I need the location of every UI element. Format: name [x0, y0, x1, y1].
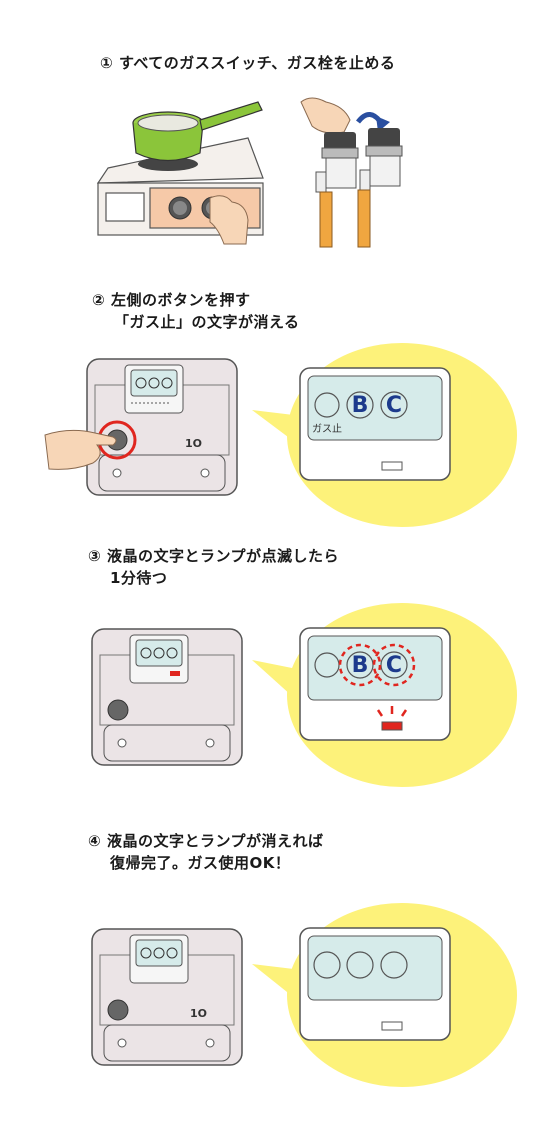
- stove-illustration: [96, 101, 264, 245]
- lcd-gas-stop-label: ガス止: [312, 423, 342, 435]
- speech-bubble-step3: B C: [252, 603, 517, 787]
- gas-valve-left: [315, 132, 359, 248]
- meter-side-label-step4: 1O: [190, 1007, 207, 1020]
- lamp-off: [381, 461, 403, 471]
- speech-bubble-step2: B C ガス止: [252, 343, 517, 527]
- step4-text-line1: 液晶の文字とランプが消えれば: [106, 832, 324, 850]
- meter-step2: 1O: [44, 358, 238, 496]
- step4-title: ④ 液晶の文字とランプが消えれば 復帰完了。ガス使用OK！: [88, 830, 324, 874]
- step2-text-line1: 左側のボタンを押す: [110, 291, 251, 309]
- gas-valve-illustration: [300, 97, 403, 248]
- pan-icon: [132, 101, 263, 162]
- lcd-letter-c-blink: C: [386, 653, 402, 678]
- lcd-letter-b: B: [352, 393, 369, 418]
- step2-text-line2: 「ガス止」の文字が消える: [114, 313, 300, 331]
- step3-title: ③ 液晶の文字とランプが点滅したら 1分待つ: [88, 545, 339, 589]
- lcd-letter-c: C: [386, 393, 402, 418]
- speech-bubble-step4: [252, 903, 517, 1087]
- meter-step3: [91, 628, 243, 766]
- lamp-blink-icon: [376, 706, 408, 717]
- lamp-off-final: [381, 1021, 403, 1031]
- blink-c-icon: [372, 643, 416, 687]
- step3-text-line2: 1分待つ: [110, 569, 168, 587]
- lamp-on: [381, 721, 403, 731]
- step1-number: ①: [100, 54, 114, 72]
- gas-valve-right: [357, 128, 403, 248]
- step3-text-line1: 液晶の文字とランプが点滅したら: [106, 547, 339, 565]
- step1-title: ① すべてのガススイッチ、ガス栓を止める: [100, 52, 395, 74]
- step2-number: ②: [92, 291, 106, 309]
- meter-side-label: 1O: [185, 437, 202, 450]
- lcd-letter-b-blink: B: [352, 653, 369, 678]
- blink-b-icon: [338, 643, 382, 687]
- step1-text: すべてのガススイッチ、ガス栓を止める: [118, 54, 396, 72]
- step2-title: ② 左側のボタンを押す 「ガス止」の文字が消える: [92, 289, 300, 333]
- stove-knob-left: [168, 196, 192, 220]
- step3-number: ③: [88, 547, 102, 565]
- step4-number: ④: [88, 832, 102, 850]
- step4-text-line2: 復帰完了。ガス使用OK！: [110, 854, 291, 872]
- meter-step4: 1O: [91, 928, 243, 1066]
